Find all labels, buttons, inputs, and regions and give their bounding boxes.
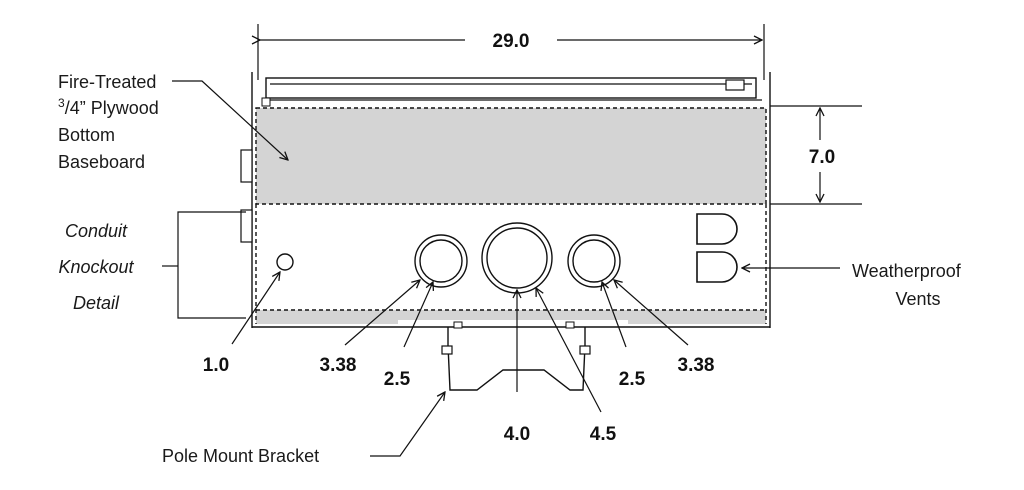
baseboard-label-line4: Baseboard	[58, 152, 145, 172]
baseboard-height-label: 7.0	[809, 147, 835, 168]
knockout-right	[567, 234, 621, 288]
knockout-right-outer-label: 3.38	[678, 355, 715, 376]
baseboard-label: Fire-Treated 3/4” Plywood Bottom Baseboa…	[58, 72, 288, 172]
knockout-center-inner-label: 4.0	[504, 424, 530, 445]
width-dimension: 29.0	[258, 24, 765, 80]
baseboard	[255, 107, 767, 326]
width-dimension-label: 29.0	[493, 31, 530, 52]
vents-label-line2: Vents	[895, 289, 940, 309]
knockout-right-inner-label: 2.5	[619, 369, 646, 390]
knockout-left	[414, 234, 468, 288]
baseboard-label-line2: 3/4” Plywood	[58, 96, 159, 118]
knockout-small-label: 1.0	[203, 355, 229, 376]
knockout-center-outer-label: 4.5	[590, 424, 617, 445]
knockout-left-inner-label: 2.5	[384, 369, 411, 390]
conduit-label-line2: Knockout	[58, 257, 134, 277]
vent-lower	[696, 251, 738, 283]
baseboard-height-dimension: 7.0	[770, 105, 862, 205]
knockout-small	[276, 253, 294, 271]
conduit-knockout-detail: Conduit Knockout Detail	[58, 211, 246, 319]
weatherproof-vents: Weatherproof Vents	[696, 213, 962, 309]
knockout-center	[481, 222, 553, 294]
enclosure-body	[240, 72, 771, 328]
vent-upper	[696, 213, 738, 245]
enclosure-lid	[261, 77, 762, 107]
bracket-label: Pole Mount Bracket	[162, 446, 319, 466]
baseboard-label-line1: Fire-Treated	[58, 72, 156, 92]
pole-mount-bracket: Pole Mount Bracket	[162, 321, 591, 466]
knockout-left-outer-label: 3.38	[320, 355, 357, 376]
conduit-label-line1: Conduit	[65, 221, 128, 241]
vents-label-line1: Weatherproof	[852, 261, 962, 281]
conduit-label-line3: Detail	[73, 293, 120, 313]
knockout-dimensions: 1.0 3.38 2.5 4.0 4.5 2.5 3.38	[203, 272, 715, 445]
knockouts	[276, 222, 621, 294]
baseboard-label-line3: Bottom	[58, 125, 115, 145]
